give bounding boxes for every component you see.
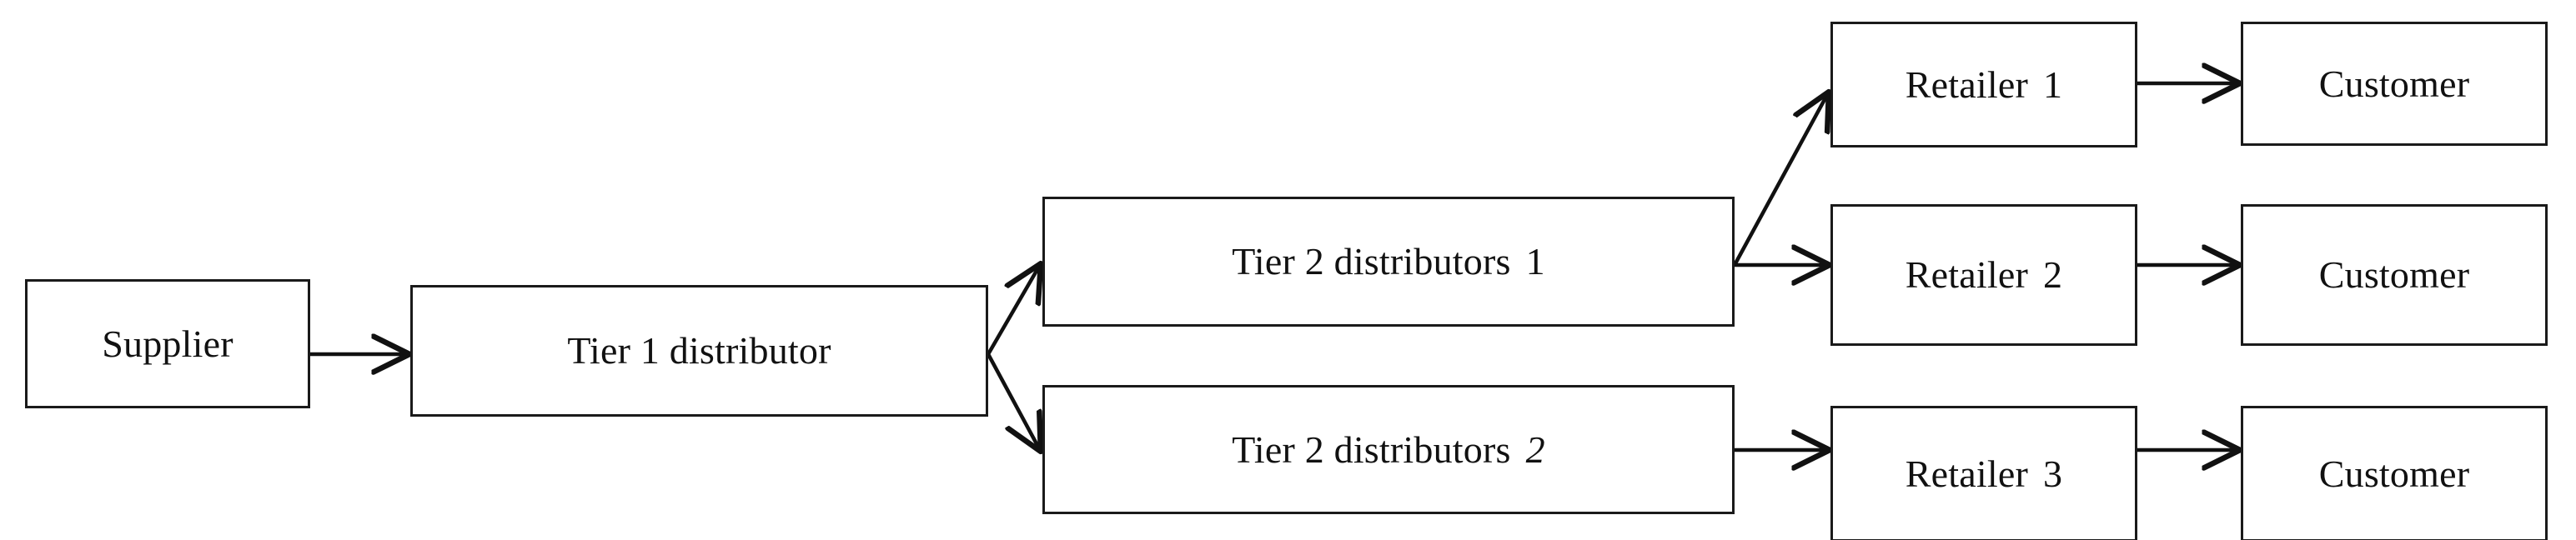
node-customer-1-label: Customer bbox=[2318, 62, 2470, 105]
edge-tier2a-to-retailer1 bbox=[1733, 93, 1828, 267]
node-index: 1 bbox=[1525, 240, 1545, 282]
node-supplier-label: Supplier bbox=[102, 322, 233, 365]
node-tier1-distributor[interactable]: Tier 1 distributor bbox=[410, 285, 988, 417]
node-customer-2-label: Customer bbox=[2318, 253, 2470, 296]
node-customer-2[interactable]: Customer bbox=[2241, 204, 2548, 346]
node-customer-1[interactable]: Customer bbox=[2241, 22, 2548, 146]
node-index: 1 bbox=[2043, 62, 2063, 106]
node-customer-3[interactable]: Customer bbox=[2241, 406, 2548, 540]
node-index: 2 bbox=[2043, 253, 2063, 296]
node-tier1-distributor-label: Tier 1 distributor bbox=[567, 329, 831, 372]
node-index: 2 bbox=[1525, 428, 1545, 471]
node-index: 3 bbox=[2043, 452, 2063, 495]
node-supplier[interactable]: Supplier bbox=[25, 279, 310, 408]
edge-tier1-to-tier2a bbox=[987, 265, 1040, 356]
edge-tier1-to-tier2b bbox=[987, 352, 1040, 450]
node-customer-3-label: Customer bbox=[2318, 452, 2470, 495]
